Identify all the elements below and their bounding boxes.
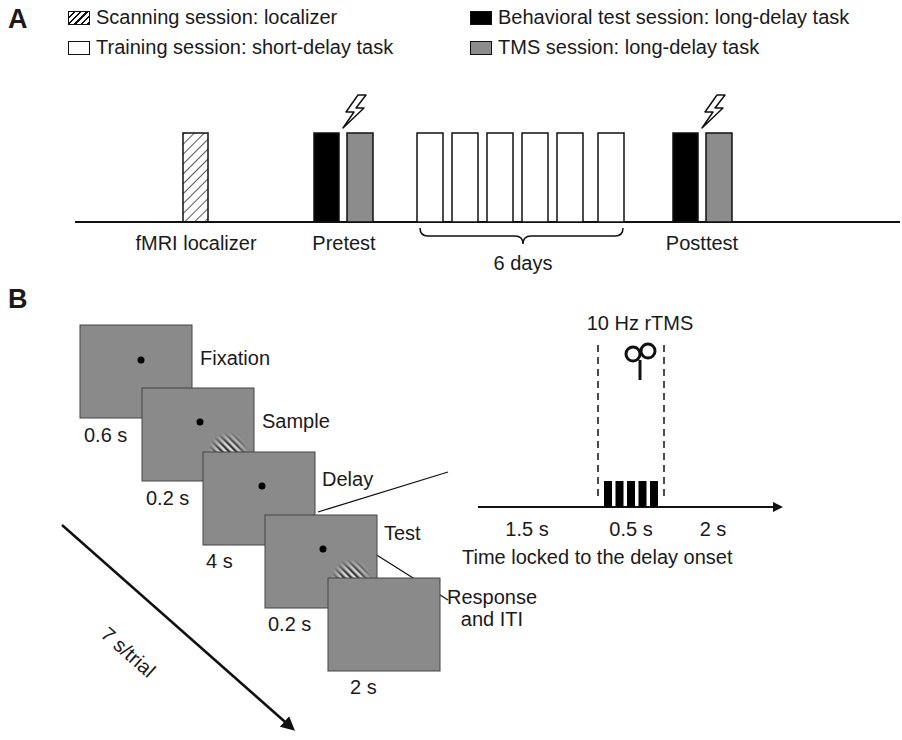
trial-screens bbox=[80, 325, 440, 671]
time-arrow bbox=[62, 525, 292, 728]
annotation-label: fMRI localizer bbox=[135, 232, 256, 254]
annotation-label: Test bbox=[384, 522, 421, 544]
annotation-label: 10 Hz rTMS bbox=[587, 312, 694, 334]
panel-letter: A bbox=[8, 4, 28, 34]
legend-swatch bbox=[470, 41, 492, 55]
annotation-label: 0.5 s bbox=[609, 518, 652, 540]
annotation-label: Time locked to the delay onset bbox=[462, 546, 733, 568]
annotation-label: Posttest bbox=[666, 232, 738, 254]
annotation-label: 0.2 s bbox=[146, 487, 189, 509]
rtms-timeline bbox=[478, 344, 780, 507]
annotation-label: 7 s/trial bbox=[97, 622, 160, 681]
panel-letter: B bbox=[8, 284, 28, 314]
timeline bbox=[75, 95, 900, 244]
annotation-label: Response and ITI bbox=[442, 586, 542, 630]
legend-text: Behavioral test session: long-delay task bbox=[498, 6, 849, 28]
annotation-label: 6 days bbox=[494, 252, 553, 274]
legend-text: Scanning session: localizer bbox=[96, 6, 337, 28]
annotation-label: Fixation bbox=[200, 347, 270, 369]
annotation-label: 2 s bbox=[700, 518, 727, 540]
legend-swatch bbox=[68, 11, 90, 25]
legend-text: Training session: short-delay task bbox=[96, 36, 393, 58]
annotation-label: 2 s bbox=[350, 676, 377, 698]
annotation-label: Pretest bbox=[312, 232, 375, 254]
annotation-label: Sample bbox=[262, 410, 330, 432]
annotation-label: 0.2 s bbox=[268, 613, 311, 635]
annotation-label: 1.5 s bbox=[505, 518, 548, 540]
legend-text: TMS session: long-delay task bbox=[498, 36, 759, 58]
legend-swatch bbox=[470, 11, 492, 25]
annotation-label: 0.6 s bbox=[84, 424, 127, 446]
annotation-label: 4 s bbox=[206, 550, 233, 572]
annotation-label: Delay bbox=[322, 468, 373, 490]
legend-swatch bbox=[68, 41, 90, 55]
